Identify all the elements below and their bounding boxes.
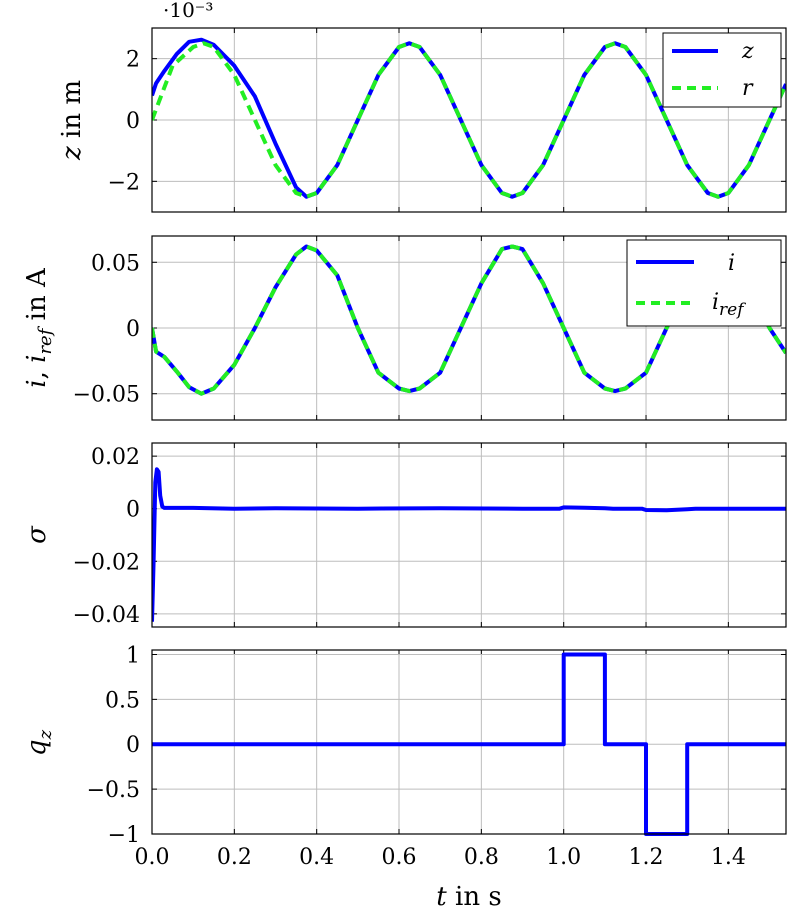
x-axis-label: t in s (436, 882, 501, 912)
y-tick-label: 0 (126, 498, 140, 523)
legend: z r (662, 32, 782, 108)
y-tick-label: −0.02 (73, 550, 140, 575)
x-tick-label: 1.4 (711, 845, 746, 870)
y-tick-labels: −0.05 0 0.05 (73, 251, 140, 407)
series-line-q-z (152, 652, 786, 836)
grid (152, 443, 786, 627)
y-tick-label: −2 (108, 170, 140, 195)
y-tick-label: 0.02 (91, 445, 140, 470)
legend-label-r: r (742, 76, 754, 101)
y-tick-label: −0.05 (73, 383, 140, 408)
y-axis-label: σ (22, 525, 52, 544)
y-tick-label: 0.05 (91, 251, 140, 276)
y-tick-label: 0 (126, 317, 140, 342)
legend-label-i: i (728, 251, 735, 276)
series-group (152, 37, 786, 199)
y-tick-label: 2 (126, 48, 140, 73)
series-group (152, 652, 786, 836)
plot-frame (151, 649, 787, 835)
x-tick-label: 0.6 (382, 845, 417, 870)
panel-current: −0.05 0 0.05 i, iref in A i iref (22, 235, 787, 421)
y-axis-label: qz (22, 729, 56, 756)
plot-frame (151, 442, 787, 628)
legend-box (626, 239, 782, 327)
panel-z: ·10⁻³ −2 0 2 z in m z r (57, 0, 787, 213)
x-tick-label: 0.2 (217, 845, 252, 870)
x-tick-label: 0.0 (135, 845, 170, 870)
plot-frame (151, 235, 787, 421)
series-group (152, 467, 786, 622)
legend-label-z: z (741, 39, 754, 64)
y-tick-label: 0.5 (105, 688, 140, 713)
y-tick-label: 0 (126, 109, 140, 134)
x-tick-labels: 0.0 0.2 0.4 0.6 0.8 1.0 1.2 1.4 (135, 845, 746, 870)
legend-box (662, 32, 782, 108)
legend: i iref (626, 239, 782, 327)
plot-frame (151, 27, 787, 213)
x-tick-label: 0.8 (464, 845, 499, 870)
y-tick-label: −1 (108, 823, 140, 848)
y-axis-label: z in m (57, 80, 87, 161)
grid (152, 650, 786, 835)
series-line-r (152, 41, 786, 199)
y-tick-label: −0.5 (87, 778, 140, 803)
y-tick-labels: −2 0 2 (108, 48, 140, 196)
y-tick-label: 1 (126, 643, 140, 668)
y-tick-labels: −0.04 −0.02 0 0.02 (73, 445, 140, 628)
x-tick-label: 0.4 (299, 845, 334, 870)
y-axis-label: i, iref in A (22, 267, 56, 388)
y-tick-labels: −1 −0.5 0 0.5 1 (87, 643, 140, 848)
y-tick-label: 0 (126, 733, 140, 758)
x-tick-label: 1.2 (629, 845, 664, 870)
x-tick-label: 1.0 (546, 845, 581, 870)
panel-sigma: −0.04 −0.02 0 0.02 σ (22, 442, 787, 628)
y-scale-label: ·10⁻³ (163, 0, 213, 22)
y-tick-label: −0.04 (73, 603, 140, 628)
series-line-- (152, 467, 786, 622)
